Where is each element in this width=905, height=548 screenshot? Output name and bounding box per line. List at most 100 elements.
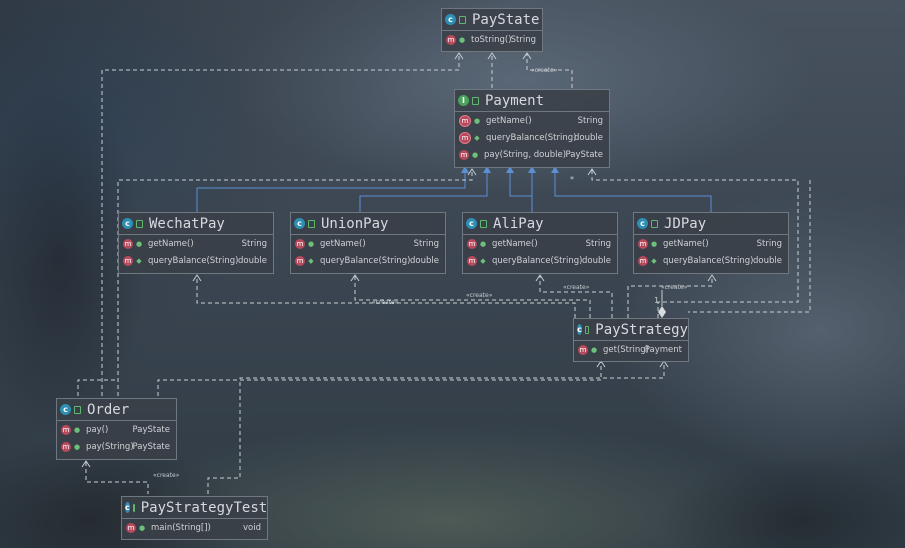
public-lock-icon	[308, 219, 315, 228]
method-row[interactable]: m ● toString() String	[442, 31, 542, 48]
method-return-type: double	[238, 255, 267, 266]
class-name: PayState	[472, 11, 540, 28]
method-name: getName()	[486, 115, 532, 126]
interface-icon: I	[458, 95, 469, 106]
class-header: c JDPay	[634, 213, 788, 235]
method-name: queryBalance(String)	[148, 255, 239, 266]
method-row[interactable]: m ◆ queryBalance(String) double	[119, 252, 273, 269]
class-wechatpay[interactable]: c WechatPay m ● getName() String m ◆ que…	[118, 212, 274, 274]
class-paystrategytest[interactable]: c PayStrategyTest m ● main(String[]) voi…	[121, 496, 268, 540]
method-return-type: void	[243, 522, 261, 533]
method-icon: m	[446, 34, 456, 45]
multiplicity-one-label: 1	[654, 296, 660, 305]
realization-lines	[196, 172, 712, 212]
public-lock-icon	[651, 219, 658, 228]
class-name: WechatPay	[149, 215, 225, 232]
multiplicity-many-label: *	[570, 175, 574, 184]
method-icon: m	[123, 255, 133, 266]
class-name: UnionPay	[321, 215, 389, 232]
interface-payment[interactable]: I Payment m ● getName() String m ◆ query…	[454, 89, 610, 168]
class-paystrategy[interactable]: c PayStrategy m ● get(String) Payment	[573, 318, 689, 362]
method-icon: m	[467, 238, 477, 249]
method-name: getName()	[148, 238, 194, 249]
method-row[interactable]: m ◆ queryBalance(String) double	[463, 252, 617, 269]
method-return-type: double	[753, 255, 782, 266]
public-lock-icon	[459, 15, 466, 24]
default-visibility-icon: ◆	[480, 256, 486, 265]
method-name: pay()	[86, 424, 109, 435]
public-visibility-icon: ●	[591, 345, 598, 354]
method-name: pay(String, double)	[484, 149, 567, 160]
default-visibility-icon: ◆	[308, 256, 314, 265]
class-alipay[interactable]: c AliPay m ● getName() String m ◆ queryB…	[462, 212, 618, 274]
create-label: «create»	[563, 284, 590, 291]
method-name: main(String[])	[151, 522, 211, 533]
method-icon: m	[126, 522, 136, 533]
method-row[interactable]: m ● get(String) Payment	[574, 341, 688, 358]
method-row[interactable]: m ● pay() PayState	[57, 421, 176, 438]
method-row[interactable]: m ● pay(String) PayState	[57, 438, 176, 455]
class-header: c PayStrategyTest	[122, 497, 267, 519]
class-header: c UnionPay	[291, 213, 445, 235]
method-row[interactable]: m ● getName() String	[463, 235, 617, 252]
method-name: queryBalance(String)	[320, 255, 411, 266]
method-row[interactable]: m ◆ queryBalance(String) double	[634, 252, 788, 269]
method-row[interactable]: m ● main(String[]) void	[122, 519, 267, 536]
class-order[interactable]: c Order m ● pay() PayState m ● pay(Strin…	[56, 398, 177, 460]
public-visibility-icon: ●	[474, 116, 481, 125]
public-visibility-icon: ●	[74, 425, 81, 434]
class-paystate[interactable]: c PayState m ● toString() String	[441, 8, 543, 52]
class-jdpay[interactable]: c JDPay m ● getName() String m ◆ queryBa…	[633, 212, 789, 274]
method-return-type: String	[756, 238, 782, 249]
method-row[interactable]: m ● pay(String, double) PayState	[455, 146, 609, 163]
class-header: c AliPay	[463, 213, 617, 235]
method-return-type: double	[410, 255, 439, 266]
realization-arrowheads	[461, 166, 559, 173]
class-name: Order	[87, 401, 130, 418]
public-lock-icon	[132, 503, 135, 512]
method-icon: m	[295, 238, 305, 249]
public-visibility-icon: ●	[472, 150, 479, 159]
create-label: «create»	[153, 472, 180, 479]
method-icon: m	[638, 238, 648, 249]
method-name: getName()	[663, 238, 709, 249]
public-lock-icon	[585, 325, 590, 334]
method-name: getName()	[492, 238, 538, 249]
class-name: Payment	[485, 92, 545, 109]
method-name: get(String)	[603, 344, 649, 355]
method-row[interactable]: m ◆ queryBalance(String) double	[455, 129, 609, 146]
class-name: JDPay	[664, 215, 707, 232]
method-icon: m	[61, 424, 71, 435]
method-row[interactable]: m ● getName() String	[634, 235, 788, 252]
class-icon: c	[60, 404, 71, 415]
method-icon: m	[467, 255, 477, 266]
create-label: «create»	[661, 284, 688, 291]
method-return-type: PayState	[565, 149, 603, 160]
class-header: c WechatPay	[119, 213, 273, 235]
method-row[interactable]: m ● getName() String	[119, 235, 273, 252]
method-row[interactable]: m ● getName() String	[455, 112, 609, 129]
class-icon: c	[125, 502, 130, 513]
method-row[interactable]: m ● getName() String	[291, 235, 445, 252]
method-row[interactable]: m ◆ queryBalance(String) double	[291, 252, 445, 269]
method-return-type: Payment	[644, 344, 682, 355]
public-visibility-icon: ●	[308, 239, 315, 248]
class-name: PayStrategyTest	[140, 499, 268, 516]
method-return-type: String	[510, 34, 536, 45]
class-unionpay[interactable]: c UnionPay m ● getName() String m ◆ quer…	[290, 212, 446, 274]
method-return-type: PayState	[132, 441, 170, 452]
class-icon: c	[294, 218, 305, 229]
public-lock-icon	[480, 219, 487, 228]
create-label: «create»	[372, 299, 399, 306]
public-visibility-icon: ●	[74, 442, 81, 451]
class-name: PayStrategy	[595, 321, 688, 338]
abstract-method-icon: m	[459, 131, 471, 144]
dependency-lines	[77, 54, 811, 494]
public-lock-icon	[136, 219, 143, 228]
public-visibility-icon: ●	[136, 239, 143, 248]
class-icon: c	[122, 218, 133, 229]
class-icon: c	[637, 218, 648, 229]
class-header: c Order	[57, 399, 176, 421]
default-visibility-icon: ◆	[136, 256, 142, 265]
